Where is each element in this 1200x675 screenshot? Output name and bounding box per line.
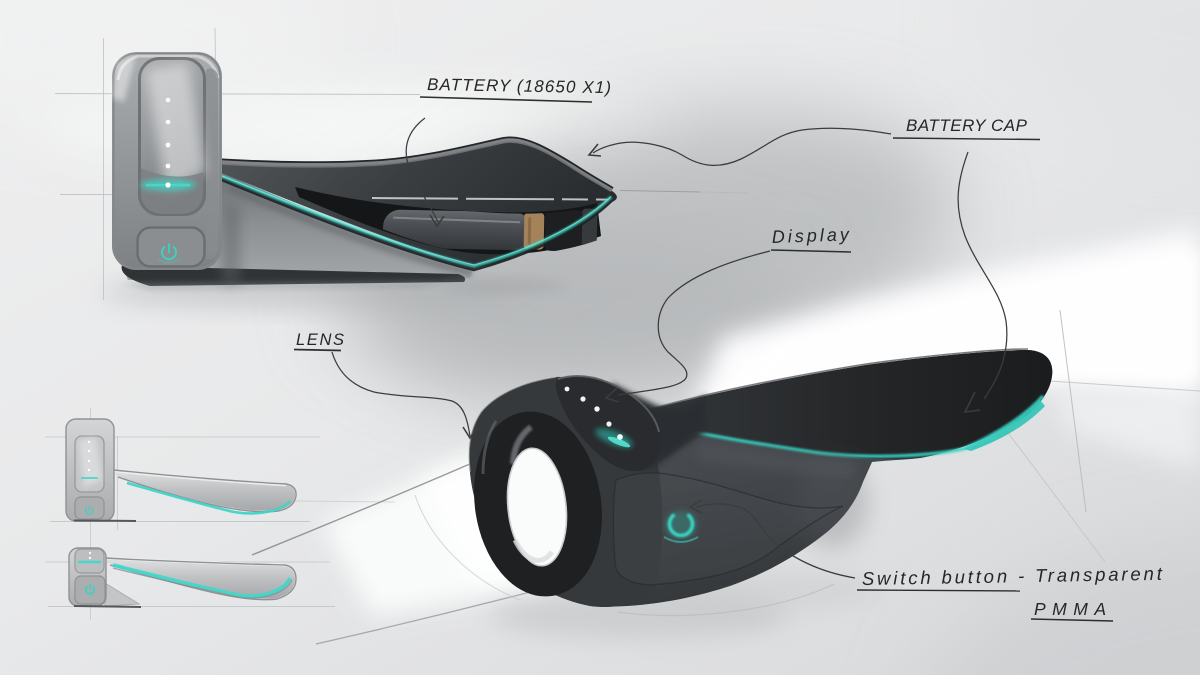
svg-text:BATTERY (18650 X1): BATTERY (18650 X1) [427,75,611,97]
svg-text:Display: Display [771,224,850,247]
svg-text:BATTERY CAP: BATTERY CAP [906,116,1028,135]
svg-text:LENS: LENS [296,331,344,349]
svg-text:Switch button - Transparent: Switch button - Transparent [862,563,1163,589]
